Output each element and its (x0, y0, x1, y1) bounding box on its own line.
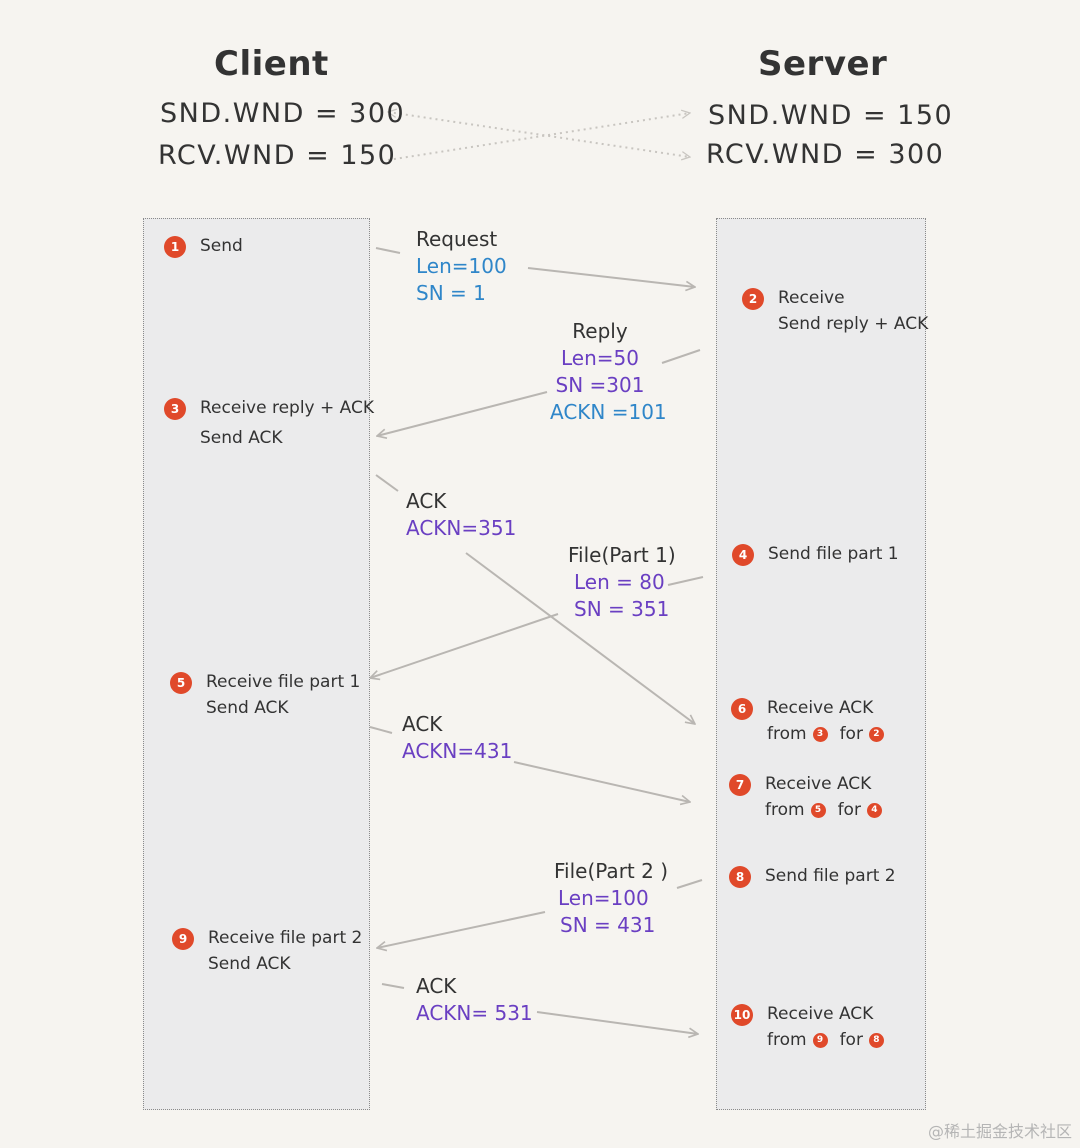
step-7-line1: Receive ACK (765, 774, 872, 794)
client-lane (143, 218, 370, 1110)
from-label: from (767, 724, 807, 744)
ack1-ackn: ACKN=351 (406, 516, 517, 540)
client-title: Client (214, 44, 329, 84)
file1-message: File(Part 1) Len = 80 SN = 351 (568, 542, 676, 623)
step-badge: 9 (172, 928, 194, 950)
ack3-label: ACK (416, 974, 457, 998)
step-3-line2: Send ACK (200, 428, 283, 448)
ack3-message: ACK ACKN= 531 (416, 973, 533, 1027)
step-6-line1: Receive ACK (767, 698, 874, 718)
ack2-message: ACK ACKN=431 (402, 711, 512, 765)
watermark: @稀土掘金技术社区 (927, 1122, 1072, 1141)
window-cross-arrow-a (388, 112, 690, 157)
step-1: 1 Send (164, 236, 243, 259)
file2-len: Len=100 (558, 886, 649, 910)
for-label: for (839, 1030, 863, 1050)
request-len: Len=100 (416, 254, 507, 278)
step-5-line2: Send ACK (206, 698, 289, 718)
ack3-arrow-tail (381, 983, 405, 989)
reply-sn: SN =301 (555, 373, 645, 397)
file1-len: Len = 80 (574, 570, 665, 594)
step-1-line1: Send (200, 236, 243, 256)
ref-badge: 5 (810, 802, 826, 818)
step-badge: 10 (731, 1004, 753, 1026)
ref-badge: 9 (812, 1032, 828, 1048)
ref-badge: 3 (812, 726, 828, 742)
for-label: for (837, 800, 861, 820)
ref-badge: 4 (866, 802, 882, 818)
file1-sn: SN = 351 (574, 597, 670, 621)
step-2-line1: Receive (778, 288, 845, 308)
step-5-line1: Receive file part 1 (206, 672, 361, 692)
file2-sn: SN = 431 (560, 913, 656, 937)
ack2-label: ACK (402, 712, 443, 736)
reply-message: Reply Len=50 SN =301 ACKN =101 (550, 318, 667, 426)
reply-label: Reply (572, 319, 628, 343)
reply-ackn: ACKN =101 (550, 400, 667, 424)
step-4-line1: Send file part 1 (768, 544, 899, 564)
step-8-line1: Send file part 2 (765, 866, 896, 886)
ref-badge: 2 (868, 726, 884, 742)
request-message: Request Len=100 SN = 1 (416, 226, 507, 307)
ack3-ackn: ACKN= 531 (416, 1001, 533, 1025)
file2-label: File(Part 2 ) (554, 859, 668, 883)
step-8: 8 Send file part 2 (729, 866, 896, 889)
request-arrow-tail (375, 247, 401, 254)
step-3-line1: Receive reply + ACK (200, 398, 375, 418)
file2-message: File(Part 2 ) Len=100 SN = 431 (554, 858, 668, 939)
reply-len: Len=50 (561, 346, 639, 370)
step-9-line2: Send ACK (208, 954, 291, 974)
step-5: 5 Receive file part 1 Send ACK (170, 672, 360, 721)
step-3: 3 Receive reply + ACK Send ACK (164, 398, 374, 451)
file1-arrow (370, 613, 559, 678)
step-badge: 2 (742, 288, 764, 310)
step-4: 4 Send file part 1 (732, 544, 899, 567)
file2-arrow-tail (676, 879, 703, 889)
from-label: from (767, 1030, 807, 1050)
step-9-line1: Receive file part 2 (208, 928, 363, 948)
ref-badge: 8 (868, 1032, 884, 1048)
step-badge: 4 (732, 544, 754, 566)
step-6: 6 Receive ACK from 3 for 2 (731, 698, 884, 747)
request-arrow (527, 267, 695, 287)
server-snd-wnd: SND.WND = 150 (708, 100, 954, 131)
server-title: Server (758, 44, 888, 84)
file2-arrow (377, 911, 546, 948)
ack1-label: ACK (406, 489, 447, 513)
step-9: 9 Receive file part 2 Send ACK (172, 928, 362, 977)
step-10-line1: Receive ACK (767, 1004, 874, 1024)
step-badge: 3 (164, 398, 186, 420)
step-badge: 1 (164, 236, 186, 258)
server-lane (716, 218, 926, 1110)
ack2-arrow-tail (369, 726, 393, 734)
step-2-line2: Send reply + ACK (778, 314, 929, 334)
ack1-message: ACK ACKN=351 (406, 488, 516, 542)
window-cross-arrow-b (387, 113, 690, 161)
step-badge: 7 (729, 774, 751, 796)
ack1-arrow-tail (375, 474, 399, 492)
step-10: 10 Receive ACK from 9 for 8 (731, 1004, 884, 1053)
reply-arrow-tail (661, 349, 701, 364)
for-label: for (839, 724, 863, 744)
client-rcv-wnd: RCV.WND = 150 (158, 140, 397, 171)
request-label: Request (416, 227, 498, 251)
step-badge: 6 (731, 698, 753, 720)
server-rcv-wnd: RCV.WND = 300 (706, 139, 945, 170)
client-snd-wnd: SND.WND = 300 (160, 98, 406, 129)
ack2-arrow (513, 761, 690, 802)
ack2-ackn: ACKN=431 (402, 739, 513, 763)
ack3-arrow (536, 1011, 698, 1034)
file1-label: File(Part 1) (568, 543, 676, 567)
step-badge: 8 (729, 866, 751, 888)
step-2: 2 Receive Send reply + ACK (742, 288, 928, 337)
from-label: from (765, 800, 805, 820)
request-sn: SN = 1 (416, 281, 486, 305)
step-badge: 5 (170, 672, 192, 694)
step-7: 7 Receive ACK from 5 for 4 (729, 774, 882, 823)
reply-arrow (377, 391, 548, 436)
